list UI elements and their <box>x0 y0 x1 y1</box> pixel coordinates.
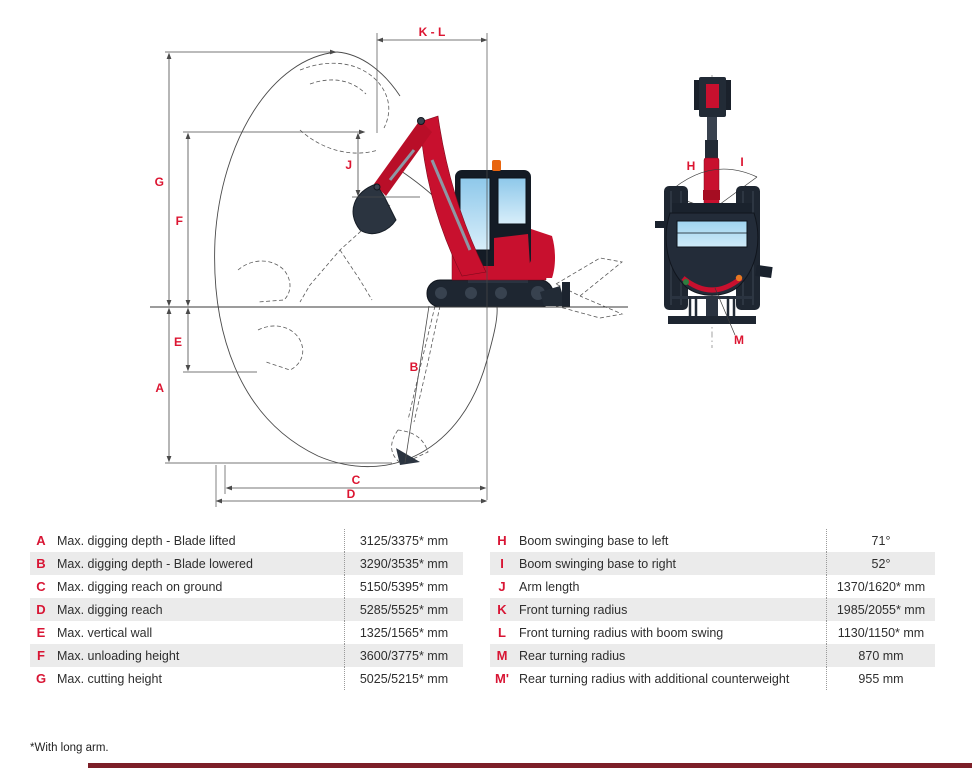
label-j: J <box>345 158 352 172</box>
row-value: 5150/5395* mm <box>344 575 463 598</box>
row-letter: A <box>36 533 46 548</box>
table-row: D Max. digging reach 5285/5525* mm <box>30 598 463 621</box>
row-value: 5025/5215* mm <box>344 667 463 690</box>
table-row: I Boom swinging base to right 52° <box>490 552 935 575</box>
top-bucket <box>694 77 731 117</box>
label-a: A <box>155 381 164 395</box>
engine-cover <box>528 228 555 278</box>
top-view: H I M <box>655 75 773 348</box>
row-value: 5285/5525* mm <box>344 598 463 621</box>
label-e: E <box>174 335 182 349</box>
orange-light <box>735 274 743 282</box>
row-label: Max. digging depth - Blade lowered <box>57 556 253 571</box>
side-view: K - L G F J E A B C D <box>150 25 628 507</box>
top-window <box>676 220 748 248</box>
label-g: G <box>155 175 164 189</box>
spec-table-dimensions: A Max. digging depth - Blade lifted 3125… <box>30 529 463 690</box>
blade <box>540 286 566 306</box>
top-undercarriage <box>668 296 756 324</box>
dimension-lines <box>165 33 488 507</box>
excavator-side <box>352 115 570 308</box>
row-label: Max. digging depth - Blade lifted <box>57 533 236 548</box>
label-b: B <box>410 360 419 374</box>
table-row: C Max. digging reach on ground 5150/5395… <box>30 575 463 598</box>
row-letter: M' <box>495 671 509 686</box>
row-value: 1985/2055* mm <box>826 598 935 621</box>
row-letter: K <box>497 602 507 617</box>
row-letter: C <box>36 579 46 594</box>
footnote: *With long arm. <box>30 742 109 754</box>
table-row: M' Rear turning radius with additional c… <box>490 667 935 690</box>
row-label: Rear turning radius <box>519 648 626 663</box>
row-letter: D <box>36 602 46 617</box>
beacon-light <box>492 160 501 171</box>
row-label: Front turning radius <box>519 602 628 617</box>
table-row: B Max. digging depth - Blade lowered 329… <box>30 552 463 575</box>
row-label: Boom swinging base to left <box>519 533 669 548</box>
row-label: Max. digging reach <box>57 602 163 617</box>
row-value: 3290/3535* mm <box>344 552 463 575</box>
row-value: 3125/3375* mm <box>344 529 463 552</box>
pit-bucket-tip <box>396 448 420 465</box>
row-value: 3600/3775* mm <box>344 644 463 667</box>
row-label: Arm length <box>519 579 580 594</box>
m-leader <box>714 287 736 336</box>
label-h: H <box>687 159 696 173</box>
row-value: 1325/1565* mm <box>344 621 463 644</box>
row-letter: L <box>498 625 506 640</box>
spec-table-radii: H Boom swinging base to left 71° I Boom … <box>490 529 935 690</box>
label-m: M <box>734 333 744 347</box>
label-kl: K - L <box>419 25 446 39</box>
row-label: Rear turning radius with additional coun… <box>519 671 790 686</box>
row-value: 71° <box>826 529 935 552</box>
table-row: L Front turning radius with boom swing 1… <box>490 621 935 644</box>
label-d: D <box>347 487 356 501</box>
label-c: C <box>352 473 361 487</box>
row-letter: J <box>498 579 506 594</box>
row-label: Max. unloading height <box>57 648 180 663</box>
row-letter: F <box>37 648 45 663</box>
row-value: 1130/1150* mm <box>826 621 935 644</box>
row-letter: E <box>36 625 46 640</box>
footer-bar <box>88 763 972 768</box>
table-row: M Rear turning radius 870 mm <box>490 644 935 667</box>
row-label: Max. cutting height <box>57 671 162 686</box>
cab-window-rear <box>497 177 527 225</box>
label-f: F <box>176 214 183 228</box>
row-value: 955 mm <box>826 667 935 690</box>
table-row: A Max. digging depth - Blade lifted 3125… <box>30 529 463 552</box>
boom <box>419 115 487 277</box>
row-letter: H <box>497 533 507 548</box>
row-value: 870 mm <box>826 644 935 667</box>
table-row: J Arm length 1370/1620* mm <box>490 575 935 598</box>
row-value: 1370/1620* mm <box>826 575 935 598</box>
row-letter: M <box>496 648 508 663</box>
label-i: I <box>740 155 743 169</box>
table-row: K Front turning radius 1985/2055* mm <box>490 598 935 621</box>
table-row: E Max. vertical wall 1325/1565* mm <box>30 621 463 644</box>
table-row: G Max. cutting height 5025/5215* mm <box>30 667 463 690</box>
row-label: Max. vertical wall <box>57 625 153 640</box>
dimension-diagram: K - L G F J E A B C D <box>150 25 773 507</box>
row-value: 52° <box>826 552 935 575</box>
bucket <box>352 183 397 235</box>
arm <box>374 120 432 196</box>
row-letter: G <box>35 671 47 686</box>
row-letter: B <box>36 556 46 571</box>
row-label: Front turning radius with boom swing <box>519 625 724 640</box>
row-label: Boom swinging base to right <box>519 556 677 571</box>
row-letter: I <box>500 556 504 571</box>
pedal <box>755 264 773 279</box>
green-light <box>683 279 689 285</box>
table-row: H Boom swinging base to left 71° <box>490 529 935 552</box>
table-row: F Max. unloading height 3600/3775* mm <box>30 644 463 667</box>
row-label: Max. digging reach on ground <box>57 579 223 594</box>
